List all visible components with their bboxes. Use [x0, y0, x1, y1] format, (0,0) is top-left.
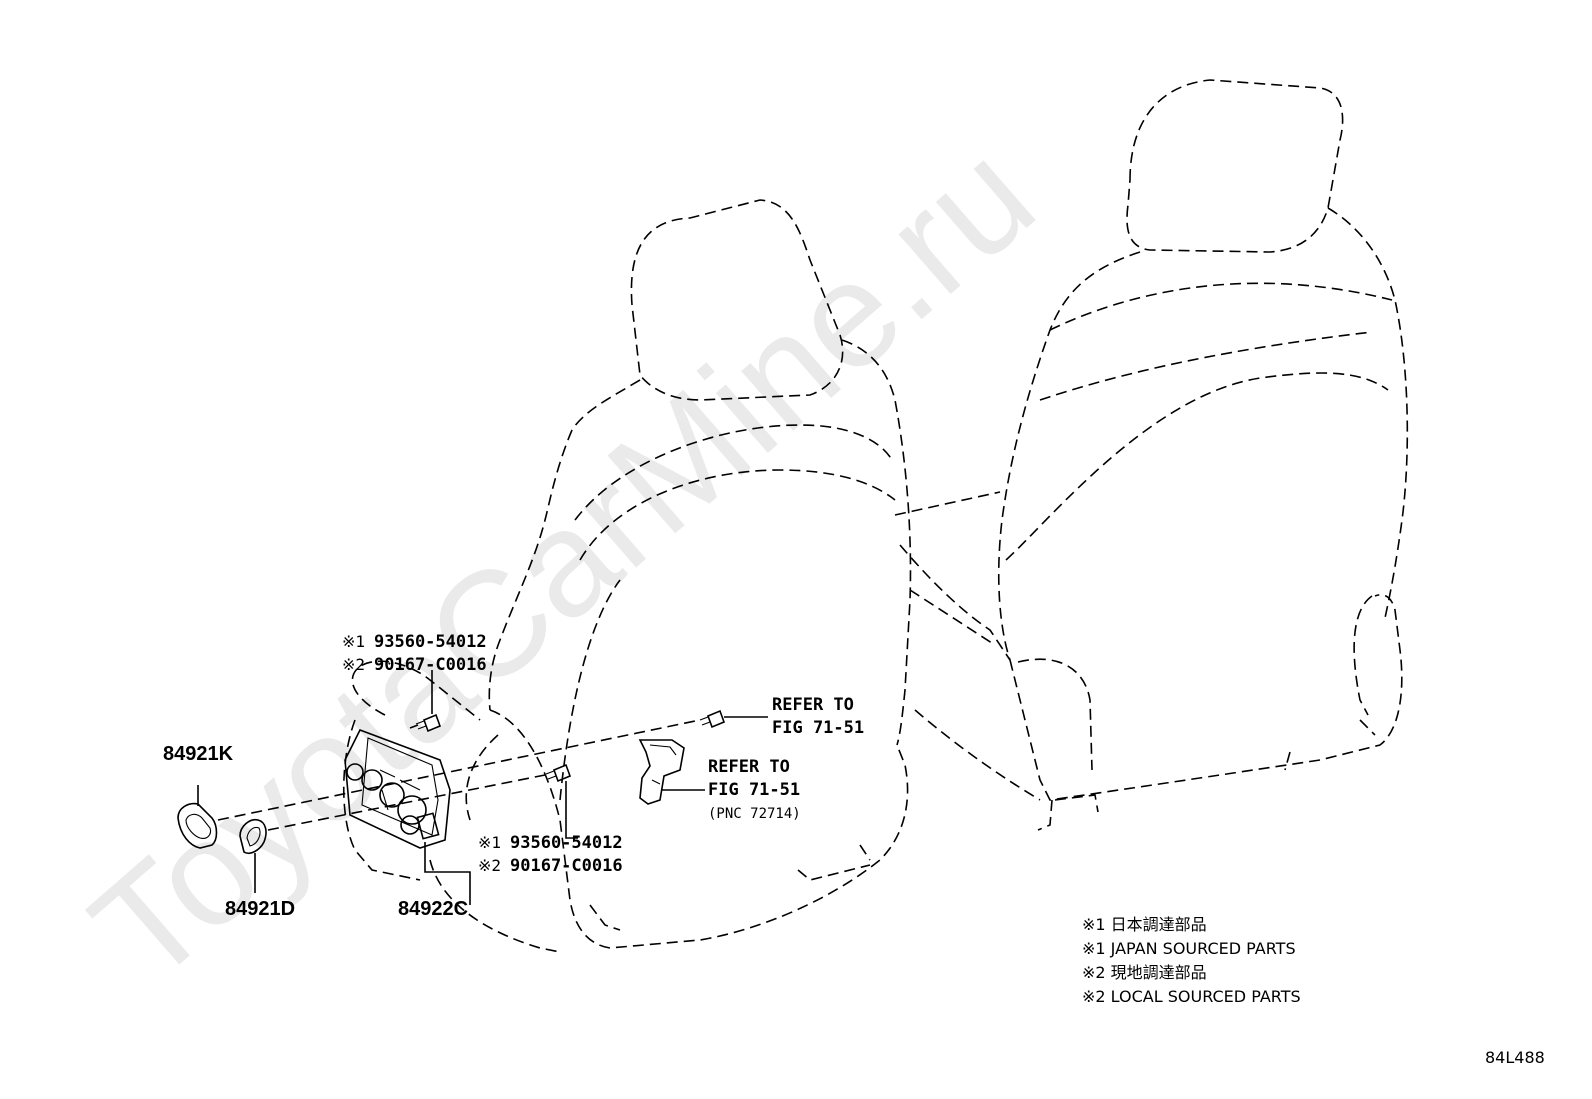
rear-seat-cushion — [894, 491, 1403, 801]
fastener-lower-mark-1: ※1 — [478, 833, 501, 852]
refer-right-line1: REFER TO — [772, 695, 854, 715]
figure-code: 84L488 — [1485, 1048, 1545, 1067]
refer-callout-right: REFER TO FIG 71-51 — [772, 695, 864, 738]
front-seat-lower-frame — [351, 660, 871, 953]
rear-seat-back-panel — [1005, 282, 1393, 561]
legend-line-4: ※2 LOCAL SOURCED PARTS — [1082, 987, 1301, 1006]
fastener-callout-upper: ※1 93560-54012 ※2 90167-C0016 — [342, 632, 487, 675]
legend: ※1 日本調達部品 ※1 JAPAN SOURCED PARTS ※2 現地調達… — [1082, 915, 1301, 1006]
screw-lower — [545, 763, 578, 839]
front-seat-back-panel — [559, 424, 896, 801]
bracket — [638, 739, 705, 805]
screw-right — [699, 709, 768, 729]
watermark: ToyotaCarMine.ru — [61, 111, 1065, 1014]
front-seat-outline — [342, 199, 912, 953]
part-label-84921d: 84921D — [225, 898, 295, 920]
legend-line-3: ※2 現地調達部品 — [1082, 963, 1207, 982]
legend-line-1: ※1 日本調達部品 — [1082, 915, 1207, 934]
seat-switch-assembly — [344, 728, 471, 905]
fastener-callout-lower: ※1 93560-54012 ※2 90167-C0016 — [478, 833, 623, 876]
fastener-upper-num-1: 93560-54012 — [374, 632, 487, 652]
fastener-upper-mark-2: ※2 — [342, 655, 365, 674]
refer-callout-bracket: REFER TO FIG 71-51 (PNC 72714) — [708, 757, 801, 822]
knob-84921k — [177, 785, 218, 849]
refer-right-line2: FIG 71-51 — [772, 718, 864, 738]
refer-bracket-line2: FIG 71-51 — [708, 780, 800, 800]
fastener-upper-num-2: 90167-C0016 — [374, 655, 487, 675]
fastener-lower-num-2: 90167-C0016 — [510, 856, 623, 876]
fastener-upper-mark-1: ※1 — [342, 632, 365, 651]
rear-seat-backrest — [997, 207, 1409, 661]
assembly-leader-lines — [217, 719, 701, 831]
rear-seat-headrest — [1126, 79, 1344, 253]
fastener-lower-num-1: 93560-54012 — [510, 833, 623, 853]
rear-seat-side — [1017, 595, 1373, 771]
knob-84921d — [239, 818, 267, 893]
rear-seat-outline — [894, 79, 1409, 831]
seat-connect-floor — [909, 589, 1041, 801]
refer-bracket-line1: REFER TO — [708, 757, 790, 777]
fastener-lower-mark-2: ※2 — [478, 856, 501, 875]
screw-upper — [415, 670, 442, 733]
front-seat-rear-board — [342, 719, 421, 881]
legend-line-2: ※1 JAPAN SOURCED PARTS — [1082, 939, 1296, 958]
refer-bracket-line3: (PNC 72714) — [708, 806, 801, 822]
front-seat-cushion — [465, 709, 909, 949]
front-seat-headrest — [630, 199, 844, 401]
rear-seat-base — [1037, 719, 1376, 831]
front-seat-backrest — [488, 339, 912, 746]
part-label-84921k: 84921K — [163, 743, 234, 765]
part-label-84922c: 84922C — [398, 898, 468, 920]
